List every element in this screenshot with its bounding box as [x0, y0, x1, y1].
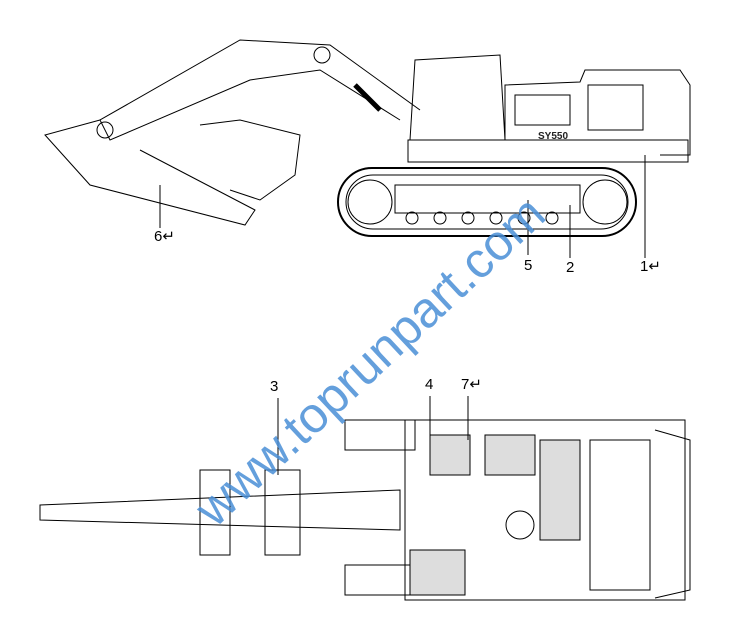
- engine-hood: [504, 69, 691, 156]
- boom-top-view: [39, 489, 401, 531]
- track-top-left: [344, 419, 416, 451]
- compartment-7: [429, 434, 471, 476]
- tank: [409, 549, 466, 596]
- idler-wheel: [347, 179, 393, 225]
- side-view: [44, 39, 691, 237]
- track-frame: [394, 184, 581, 214]
- track-inner: [345, 174, 629, 230]
- label-5: 5: [524, 257, 533, 274]
- label-4: 4: [425, 376, 434, 393]
- top-view: [39, 419, 691, 601]
- arm: [44, 119, 256, 226]
- boom-pin: [313, 46, 331, 64]
- swing-bearing: [505, 510, 535, 540]
- label-3: 3: [270, 378, 279, 395]
- label-2: 2: [566, 259, 575, 276]
- bucket-top-view: [199, 469, 231, 556]
- boom-cylinder: [353, 83, 382, 112]
- label-7: 7↵: [461, 376, 482, 393]
- label-1: 1↵: [640, 258, 661, 275]
- sprocket-wheel: [582, 179, 628, 225]
- label-6: 6↵: [154, 228, 175, 245]
- counterweight-top: [654, 429, 691, 599]
- cab: [409, 54, 506, 141]
- side-grille: [514, 94, 571, 126]
- bucket: [199, 119, 301, 201]
- boom: [99, 39, 421, 141]
- stick-top: [264, 469, 301, 556]
- leader-lines: [159, 155, 646, 475]
- counterweight-grille: [587, 84, 644, 131]
- arm-pin: [96, 121, 114, 139]
- radiator: [539, 439, 581, 541]
- upper-body-top: [404, 419, 686, 601]
- crawler-track: [337, 167, 637, 237]
- model-plate: SY550: [538, 131, 569, 142]
- engine-cover: [589, 439, 651, 591]
- upper-frame: [407, 139, 689, 163]
- compartment: [484, 434, 536, 476]
- track-rollers: [405, 211, 559, 225]
